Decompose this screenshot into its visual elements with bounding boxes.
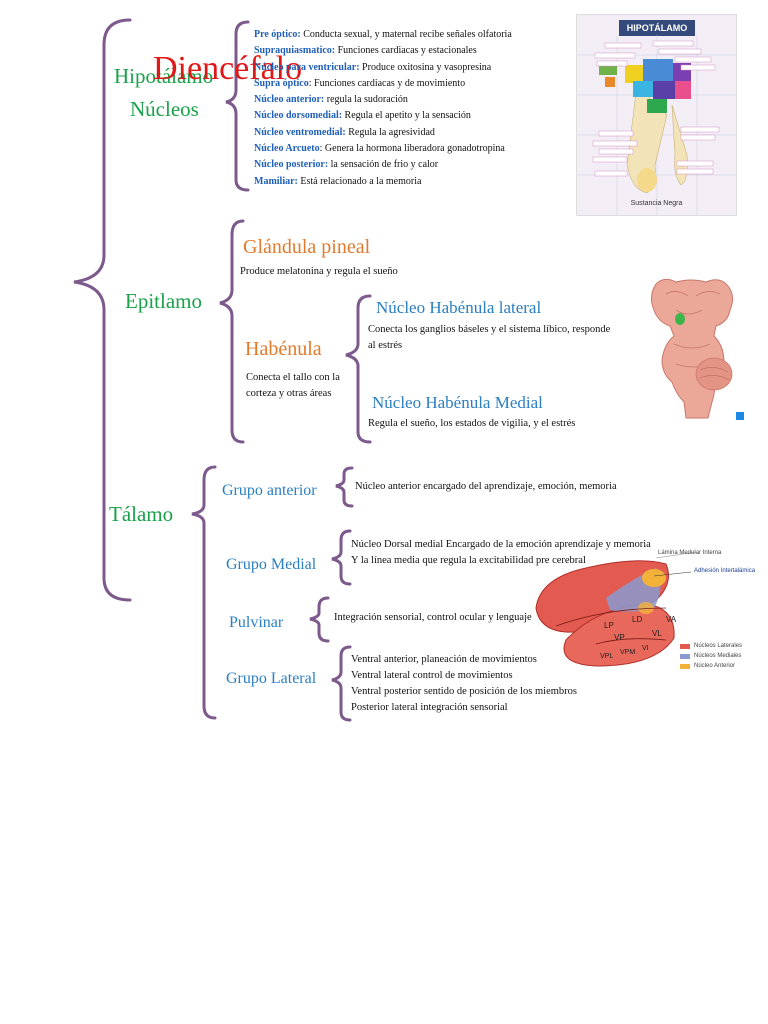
nucleus-name: Núcleo ventromedial: [254,126,346,138]
grupo-anterior-desc: Núcleo anterior encargado del aprendizaj… [355,481,617,492]
nuclei-list: Pre óptico: Conducta sexual, y maternal … [254,27,512,190]
nucleus-desc: Produce oxitosina y vasopresina [359,61,492,73]
habenula-lateral-desc-line1: Conecta los ganglios báseles y el sistem… [368,324,611,335]
pulvinar-brace [309,596,330,643]
anterior-brace [335,466,354,508]
list-item: Ventral posterior sentido de posición de… [351,686,578,697]
list-item: Mamiliar: Está relacionado a la memoria [254,174,512,190]
nucleus-desc: : Genera la hormona liberadora gonadotro… [319,143,505,155]
main-brace [73,18,132,602]
habenula-lateral-desc-line2: al estrés [368,340,403,351]
nucleus-name: Núcleo posterior: [254,159,329,171]
region-vl: VL [652,629,662,638]
nucleus-desc: Regula la agresividad [345,126,435,138]
lateral-brace [331,645,352,722]
grupo-lateral-title: Grupo Lateral [226,670,317,687]
list-item: Núcleo ventromedial: Regula la agresivid… [254,125,512,141]
list-item: Núcleo anterior: regula la sudoración [254,92,512,108]
list-item: Supra óptico: Funciones cardiacas y de m… [254,76,512,92]
habenula-desc: Conecta el tallo con la corteza y otras … [246,370,340,402]
list-item: Supraquiasmatico: Funciones cardiacas y … [254,43,512,59]
nucleus-name: Supraquiasmatico: [254,45,336,57]
habenula-medial-desc: Regula el sueño, los estados de vigilia,… [368,418,576,429]
nucleus-desc: Está relacionado a la memoria [297,175,422,187]
legend-anterior: Núcleo Anterior [694,663,736,669]
page-title: Diencéfalo [153,50,303,87]
nucleus-desc: Conducta sexual, y maternal recibe señal… [300,29,512,40]
region-ld: LD [632,615,642,624]
region-vpm: VPM [620,649,635,656]
brainstem-image [650,278,744,420]
pineal-desc: Produce melatonina y regula el sueño [240,266,398,277]
nucleus-name: Núcleo dorsomedial: [254,110,343,122]
talamo-brace [191,465,217,720]
list-item: Núcleo Arcueto: Genera la hormona libera… [254,141,512,157]
nucleus-desc: : Funciones cardiacas y de movimiento [308,77,466,89]
list-item: Núcleo para ventricular: Produce oxitosi… [254,60,512,76]
label-adhesion: Adhesión Intertalámica [694,568,756,574]
list-item: Ventral anterior, planeación de movimien… [351,654,537,665]
grupo-medial-line1: Núcleo Dorsal medial Encargado de la emo… [351,539,651,550]
nucleos-brace [225,20,250,192]
grupo-anterior-title: Grupo anterior [222,482,317,499]
pulvinar-title: Pulvinar [229,614,284,631]
epitalamo-label: Epitlamo [125,289,202,313]
list-item: Pre óptico: Conducta sexual, y maternal … [254,27,512,43]
nucleus-desc: Funciones cardiacas y estacionales [335,45,477,57]
talamo-label: Tálamo [109,502,174,526]
grupo-lateral-desc: Ventral anterior, planeación de movimien… [351,652,577,716]
thalamus-image: LP LD VP VL VA VPL VPM VI Lámina Medular… [526,548,762,670]
habenula-medial-title: Núcleo Habénula Medial [372,393,543,412]
habenula-lateral-desc: Conecta los ganglios báseles y el sistem… [368,322,610,354]
epitalamo-brace [219,219,245,444]
nucleus-name: Pre óptico: [254,29,301,40]
list-item: Posterior lateral integración sensorial [351,702,508,713]
grupo-medial-line2: Y la línea media que regula la excitabil… [351,555,586,566]
habenula-desc-line1: Conecta el tallo con la [246,372,340,383]
pulvinar-desc: Integración sensorial, control ocular y … [334,612,532,623]
grupo-medial-title: Grupo Medial [226,556,317,573]
habenula-desc-line2: corteza y otras áreas [246,388,332,399]
pineal-title: Glándula pineal [243,236,371,258]
nucleus-name: Núcleo para ventricular: [254,61,360,73]
hypothalamus-image-header: HIPOTÁLAMO [619,20,695,36]
hypothalamus-image: HIPOTÁLAMO Sustancia Negra [576,14,737,216]
list-item: Núcleo posterior: la sensación de frio y… [254,157,512,173]
legend-medial: Núcleos Mediales [694,653,742,659]
nucleus-name: Núcleo Arcueto [254,143,320,155]
nucleus-desc: la sensación de frio y calor [328,159,439,171]
thalamus-illustration: LP LD VP VL VA VPL VPM VI [535,551,697,669]
nucleus-desc: regula la sudoración [324,94,408,106]
nucleus-name: Mamiliar: [254,175,298,187]
nucleus-name: Núcleo anterior: [254,94,325,106]
hypothalamus-image-footer: Sustancia Negra [630,200,683,207]
habenula-title: Habénula [245,338,322,360]
nucleus-desc: Regula el apetito y la sensación [342,110,471,122]
list-item: Ventral lateral control de movimientos [351,670,513,681]
habenula-brace [345,294,372,444]
region-vi: VI [642,645,649,652]
region-vp: VP [614,633,625,642]
region-va: VA [666,615,677,624]
grupo-medial-desc: Núcleo Dorsal medial Encargado de la emo… [351,537,651,569]
nucleos-label: Núcleos [130,97,199,121]
hipotalamo-label: Hipotálamo [114,64,214,88]
hypothalamus-illustration [577,35,736,215]
legend-lateral: Núcleos Laterales [694,643,743,649]
label-lamina: Lámina Medular Interna [658,550,722,556]
nucleus-name: Supra óptico [254,77,309,89]
region-vpl: VPL [600,653,613,660]
region-lp: LP [604,621,614,630]
list-item: Núcleo dorsomedial: Regula el apetito y … [254,108,512,124]
medial-brace [331,529,352,586]
habenula-lateral-title: Núcleo Habénula lateral [376,298,542,317]
